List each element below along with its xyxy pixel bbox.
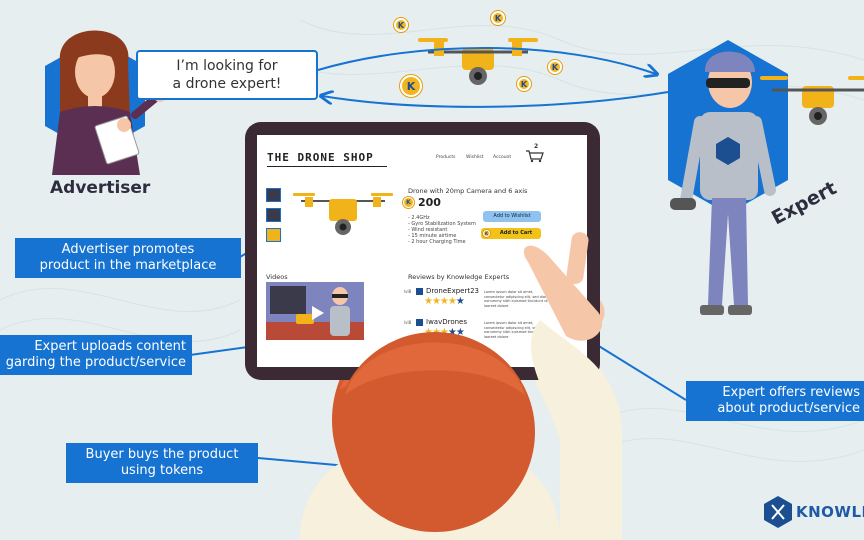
feature-item: - 15 minute airtime xyxy=(408,233,457,239)
token-coin-icon: K xyxy=(491,11,505,25)
add-to-wishlist-button[interactable]: Add to Wishlist xyxy=(483,211,541,222)
price-token-icon: K xyxy=(403,197,414,208)
add-to-cart-label: Add to Cart xyxy=(499,230,533,236)
product-thumbnail[interactable] xyxy=(266,188,281,202)
token-coin-icon: K xyxy=(400,75,422,97)
review-level: lvl8 xyxy=(404,320,412,325)
advertiser-label: Advertiser xyxy=(50,178,151,198)
shop-title: THE DRONE SHOP xyxy=(267,151,374,164)
callout-line: garding the product/service xyxy=(5,355,186,370)
token-coin-icon: K xyxy=(548,60,562,74)
product-name: Drone with 20mp Camera and 6 axis xyxy=(408,187,528,195)
feature-item: - 2.4GHz xyxy=(408,215,430,221)
callout-line: product in the marketplace xyxy=(39,258,217,273)
callout-buyer-buys: Buyer buys the product using tokens xyxy=(66,443,258,483)
callout-advertiser-promotes: Advertiser promotes product in the marke… xyxy=(15,238,241,278)
product-thumbnail[interactable] xyxy=(266,228,281,242)
feature-item: - Wind resistant xyxy=(408,227,448,233)
videos-label: Videos xyxy=(266,273,288,281)
nav-products[interactable]: Products xyxy=(436,155,456,160)
expert-badge-icon xyxy=(416,288,423,295)
knowle-logo-text: KNOWLE xyxy=(796,503,864,521)
callout-line: Buyer buys the product xyxy=(85,447,239,462)
reviewer-name[interactable]: IwavDrones xyxy=(426,318,468,326)
token-coin-icon: K xyxy=(517,77,531,91)
feature-item: - 2 hour Charging Time xyxy=(408,239,466,245)
shop-title-underline xyxy=(267,166,387,167)
reviewer-name[interactable]: DroneExpert23 xyxy=(426,287,479,295)
product-thumbnail[interactable] xyxy=(266,208,281,222)
review-item: lvl8 DroneExpert23 ★★★★★ Lorem ipsum dol… xyxy=(404,286,584,316)
star-rating-icon: ★★★★★ xyxy=(424,296,465,307)
drone-shop-screen: THE DRONE SHOP Products Wishlist Account… xyxy=(257,135,587,367)
review-text: Lorem ipsum dolor sit amet, consectetur … xyxy=(484,290,549,308)
callout-expert-reviews: Expert offers reviews about product/serv… xyxy=(686,381,864,421)
nav-wishlist[interactable]: Wishlist xyxy=(466,155,484,160)
review-text: Lorem ipsum dolor sit amet, consectetur … xyxy=(484,321,549,339)
cart-icon[interactable] xyxy=(525,149,545,163)
callout-line: using tokens xyxy=(120,463,204,478)
add-to-cart-button[interactable]: Add to Cart xyxy=(481,228,541,239)
speech-line-1: I’m looking for xyxy=(176,58,278,74)
token-coin-icon: K xyxy=(394,18,408,32)
callout-line: about product/service xyxy=(717,401,860,416)
callout-line: Advertiser promotes xyxy=(61,242,195,257)
expert-badge-icon xyxy=(416,319,423,326)
callout-line: Expert offers reviews xyxy=(722,385,860,400)
drone-right xyxy=(760,76,864,125)
cart-count: 2 xyxy=(534,143,539,150)
arrow-to-advertiser xyxy=(322,92,669,108)
product-drone-image xyxy=(293,193,393,235)
arrow-to-expert xyxy=(317,46,656,74)
product-price: 200 xyxy=(418,196,441,209)
callout-expert-uploads: Expert uploads content garding the produ… xyxy=(0,335,192,375)
reviews-label: Reviews by Knowledge Experts xyxy=(408,273,510,281)
speech-line-2: a drone expert! xyxy=(172,76,282,92)
review-level: lvl8 xyxy=(404,289,412,294)
feature-item: - Gyro Stabilization System xyxy=(408,221,476,227)
video-thumbnail[interactable] xyxy=(266,282,364,340)
expert-figure xyxy=(668,40,788,315)
speech-bubble: I’m looking for a drone expert! xyxy=(136,50,318,100)
callout-line: Expert uploads content xyxy=(34,339,186,354)
cart-token-icon: K xyxy=(483,230,490,237)
feature-list: - 2.4GHz - Gyro Stabilization System - W… xyxy=(408,215,476,245)
nav-account[interactable]: Account xyxy=(493,155,512,160)
